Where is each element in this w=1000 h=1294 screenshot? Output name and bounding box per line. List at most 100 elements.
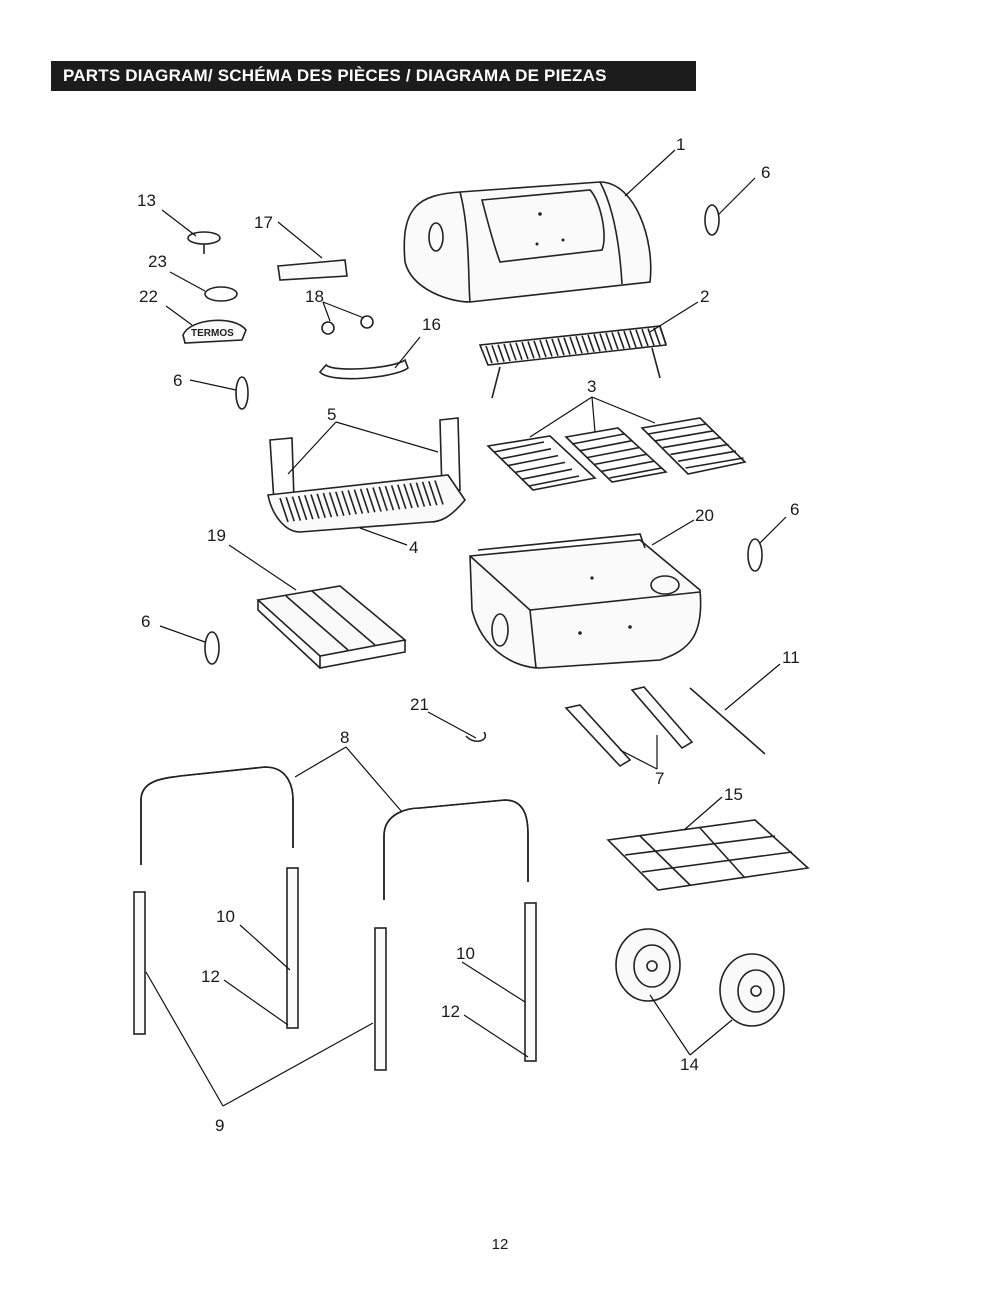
logo-text: TERMOS (191, 328, 234, 339)
rack-bar (366, 487, 376, 513)
rack-bar (347, 490, 357, 515)
rack-bar (491, 345, 499, 363)
rack-bar (571, 433, 625, 445)
rack-bar (285, 497, 295, 522)
rack-bar (587, 334, 595, 353)
callout-15: 15 (724, 785, 743, 804)
callout-1: 1 (676, 135, 685, 154)
rack-bar (359, 488, 370, 514)
rack-bar (316, 493, 326, 519)
rack-bar (599, 333, 607, 351)
rack-bar (641, 328, 649, 347)
rack-bar (655, 430, 714, 442)
rack-bar (629, 330, 637, 348)
callout-3: 3 (587, 377, 596, 396)
rack-bar (434, 480, 444, 505)
part-legs (133, 867, 537, 1071)
rack-bar (609, 467, 662, 479)
rack-bar (353, 489, 364, 514)
rack-bar (341, 490, 351, 516)
callout-labels: 1 2 3 4 5 6 6 6 6 7 8 9 10 10 11 12 12 1… (137, 135, 800, 1135)
rack-bar (545, 339, 553, 357)
rack-bar (390, 485, 401, 510)
rack-bar (304, 494, 314, 520)
rack-bar (384, 485, 395, 511)
rack-bar (397, 484, 407, 509)
rack-bar (557, 337, 565, 356)
rack-bar (421, 481, 432, 507)
callout-12b: 12 (441, 1002, 460, 1021)
callout-21: 21 (410, 695, 429, 714)
rack-bar (335, 491, 345, 516)
part-cooking-grates (486, 417, 747, 491)
rack-bar (685, 457, 744, 469)
rack-bar (322, 492, 333, 518)
rack-bar (617, 331, 625, 349)
part-dampers (204, 204, 763, 665)
rack-bar (623, 330, 631, 349)
rack-bar (378, 486, 388, 512)
callout-10a: 10 (216, 907, 235, 926)
part-lid (403, 181, 652, 303)
callout-7: 7 (655, 769, 664, 788)
rack-bar (527, 341, 535, 359)
part-bottom-shelf (606, 819, 810, 891)
part-brackets (465, 686, 766, 768)
rack-bar (409, 483, 419, 508)
rack-bar (594, 453, 647, 466)
rack-bar (611, 332, 619, 350)
callout-14: 14 (680, 1055, 699, 1074)
section-header: PARTS DIAGRAM/ SCHÉMA DES PIÈCES / DIAGR… (51, 61, 696, 91)
callout-16: 16 (422, 315, 441, 334)
rack-bar (662, 436, 722, 449)
rack-bar (279, 497, 289, 523)
rack-bar (677, 450, 737, 462)
rack-bar (507, 454, 559, 467)
rack-bar (581, 335, 589, 353)
rack-bar (493, 441, 545, 453)
rack-bar (563, 337, 571, 355)
rack-bar (372, 487, 382, 512)
rack-bar (515, 342, 523, 361)
rack-bar (509, 343, 517, 361)
callout-5: 5 (327, 405, 336, 424)
callout-6d: 6 (141, 612, 150, 631)
rack-bar (485, 345, 493, 364)
callout-18: 18 (305, 287, 324, 306)
rack-bar (521, 468, 573, 480)
rack-bar (528, 475, 580, 487)
rack-bar (428, 480, 438, 506)
rack-bar (579, 440, 632, 452)
callout-8: 8 (340, 728, 349, 747)
rack-bar (533, 340, 541, 359)
rack-bar (605, 332, 613, 351)
callout-13: 13 (137, 191, 156, 210)
callout-9: 9 (215, 1116, 224, 1135)
rack-bar (575, 335, 583, 354)
callout-19: 19 (207, 526, 226, 545)
rack-bar (653, 327, 661, 346)
rack-bar (647, 423, 707, 435)
rack-bar (328, 492, 339, 517)
rack-bar (403, 483, 413, 509)
part-small-items: TERMOS (182, 231, 409, 380)
callout-2: 2 (700, 287, 709, 306)
rack-bar (415, 482, 426, 507)
rack-bar (514, 461, 566, 474)
rack-bar (659, 326, 667, 345)
callout-20: 20 (695, 506, 714, 525)
part-charcoal-tray (267, 417, 467, 533)
callout-12a: 12 (201, 967, 220, 986)
part-firebox (469, 533, 702, 669)
rack-bar (500, 448, 552, 460)
rack-bar (297, 495, 308, 521)
rack-bar (291, 496, 302, 521)
part-wheels (615, 928, 785, 1027)
rack-bar (551, 338, 559, 357)
rack-bar (569, 336, 577, 355)
rack-bar (635, 329, 643, 348)
rack-bar (601, 460, 655, 472)
callout-17: 17 (254, 213, 273, 232)
callout-4: 4 (409, 538, 418, 557)
